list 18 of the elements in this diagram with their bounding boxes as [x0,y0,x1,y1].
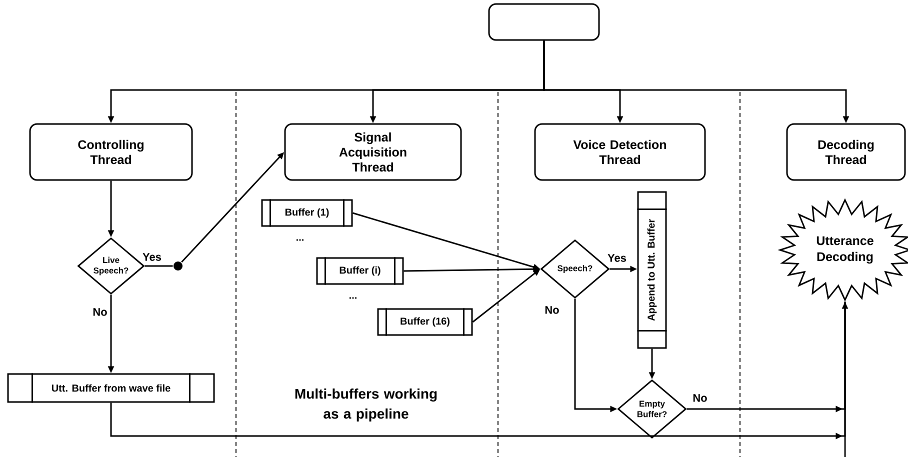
edge-label: No [92,307,108,317]
thread-box: Voice Detection Thread [534,123,706,181]
thread-box: Decoding Thread [786,123,906,181]
thread-box: Controlling Thread [29,123,193,181]
ellipsis: ... [296,239,304,241]
buffer-box: Buffer (1) [261,199,353,227]
buffer-box: Buffer (i) [316,257,404,285]
connector-line [144,265,173,267]
ellipsis: ... [350,297,356,299]
thread-box [488,3,600,41]
buffer-bar: Append to Utt. Buffer [637,191,667,349]
junction-dot [174,262,182,270]
caption-text: Multi-buffers working as a pipeline [295,388,437,422]
buffer-box: Utt. Buffer from wave file [7,373,215,403]
edge-label: No [692,393,708,403]
thread-box: Signal Acquisition Thread [284,123,462,181]
edge-label: No [544,305,560,315]
buffer-box: Buffer (16) [377,308,473,336]
